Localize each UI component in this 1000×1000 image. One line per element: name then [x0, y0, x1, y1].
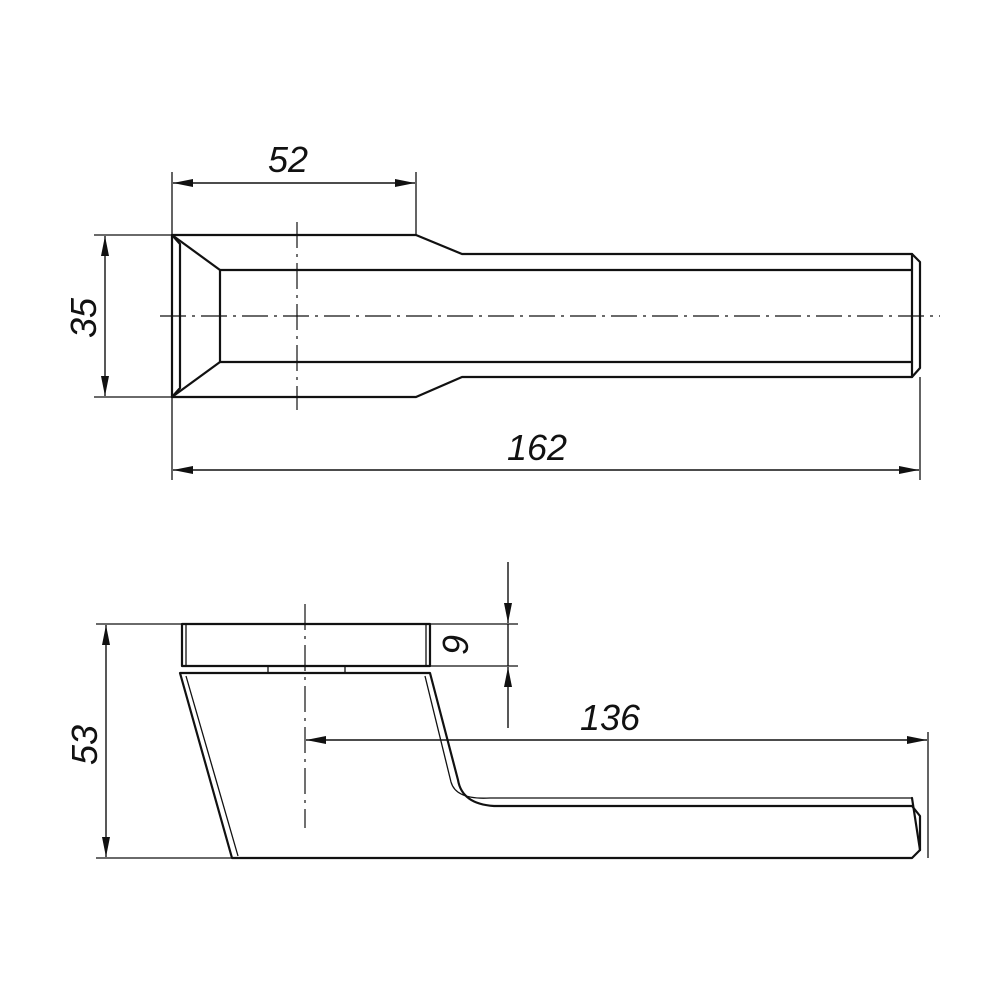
dim-35-label: 35 — [63, 297, 104, 338]
side-view-lever-tip-bevel — [910, 796, 922, 852]
top-view-bevel-line — [170, 233, 222, 272]
dim-136-label: 136 — [580, 697, 641, 738]
dim-9-label: 9 — [435, 635, 476, 655]
side-view: 53 9 136 — [64, 562, 929, 860]
dim-53-label: 53 — [64, 725, 105, 765]
side-view-rose-plate — [180, 622, 432, 668]
top-view-bevel-line — [170, 360, 222, 399]
top-view: 52 35 162 — [63, 139, 940, 480]
dim-162-label: 162 — [507, 427, 567, 468]
side-view-lever-inner-line — [424, 675, 912, 799]
side-view-lever-inner-line — [185, 675, 239, 857]
side-view-lever-outline — [178, 671, 922, 860]
dim-52-label: 52 — [268, 139, 308, 180]
